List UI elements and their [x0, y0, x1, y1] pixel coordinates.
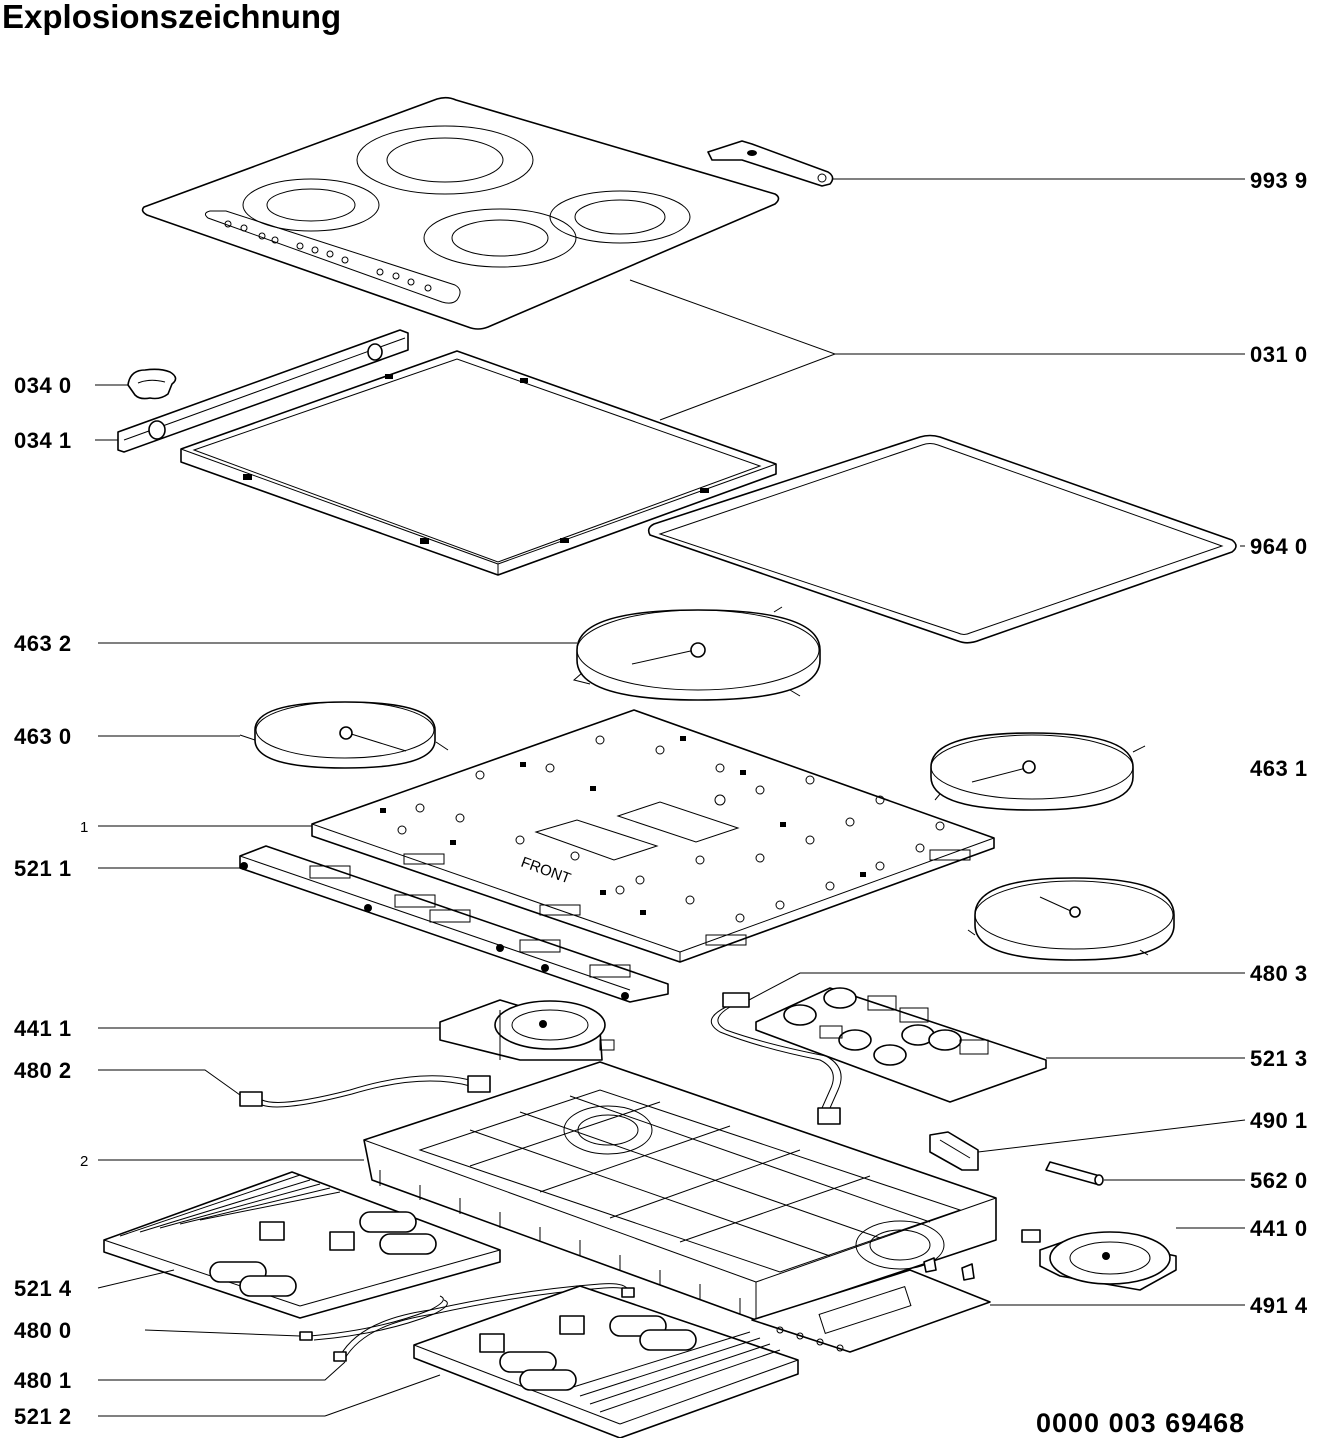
induction-coil-right-upper — [930, 732, 1146, 811]
callout-label-490-1: 490 1 — [1250, 1108, 1308, 1133]
induction-coil-large — [572, 606, 821, 701]
callout-label-491-4: 491 4 — [1250, 1293, 1308, 1318]
spring-clip-part — [127, 368, 177, 400]
induction-coil-right-lower — [967, 877, 1175, 961]
induction-coil-medium — [239, 701, 449, 769]
ceramic-glass-top — [141, 96, 780, 330]
callout-label-463-0: 463 0 — [14, 724, 72, 749]
callout-label-521-3: 521 3 — [1250, 1046, 1308, 1071]
power-board-pcb — [755, 987, 1047, 1103]
wiring-harness-3 — [710, 992, 842, 1125]
bracket-part — [707, 140, 834, 187]
callout-label-034-0: 034 0 — [14, 373, 72, 398]
coil-carrier-plate: FRONT — [311, 709, 995, 963]
callout-label-521-4: 521 4 — [14, 1276, 72, 1301]
callout-label-463-1: 463 1 — [1250, 756, 1308, 781]
callout-label-964-0: 964 0 — [1250, 534, 1308, 559]
cooling-fan-upper — [439, 999, 615, 1061]
callout-label-480-1: 480 1 — [14, 1368, 72, 1393]
terminal-block — [929, 1131, 979, 1171]
control-board-pcb — [239, 845, 669, 1003]
generator-board-left — [103, 1171, 501, 1319]
callout-label-1: 1 — [80, 819, 88, 836]
callout-label-441-1: 441 1 — [14, 1016, 72, 1041]
callout-label-031-0: 031 0 — [1250, 342, 1308, 367]
side-bracket-part — [117, 329, 409, 453]
callout-label-034-1: 034 1 — [14, 428, 72, 453]
fuse-part — [1045, 1161, 1104, 1186]
cooling-fan-lower — [1021, 1229, 1177, 1291]
callout-label-463-2: 463 2 — [14, 631, 72, 656]
callout-label-521-2: 521 2 — [14, 1404, 72, 1429]
callout-label-521-1: 521 1 — [14, 856, 72, 881]
wiring-harness-1 — [333, 1283, 635, 1362]
document-number: 0000 003 69468 — [1036, 1408, 1245, 1438]
callout-label-480-2: 480 2 — [14, 1058, 72, 1083]
callout-label-2: 2 — [80, 1153, 88, 1170]
generator-board-right — [413, 1285, 799, 1438]
callout-label-441-0: 441 0 — [1250, 1216, 1308, 1241]
bottom-housing — [363, 1061, 997, 1321]
callout-label-993-9: 993 9 — [1250, 168, 1308, 193]
wiring-harness-2 — [239, 1075, 491, 1108]
gasket-seal — [647, 434, 1237, 644]
insulation-plate — [751, 1257, 991, 1353]
hob-frame — [180, 350, 777, 576]
callout-label-480-0: 480 0 — [14, 1318, 72, 1343]
callout-label-562-0: 562 0 — [1250, 1168, 1308, 1193]
diagram-title: Explosionszeichnung — [2, 0, 341, 35]
callout-label-480-3: 480 3 — [1250, 961, 1308, 986]
